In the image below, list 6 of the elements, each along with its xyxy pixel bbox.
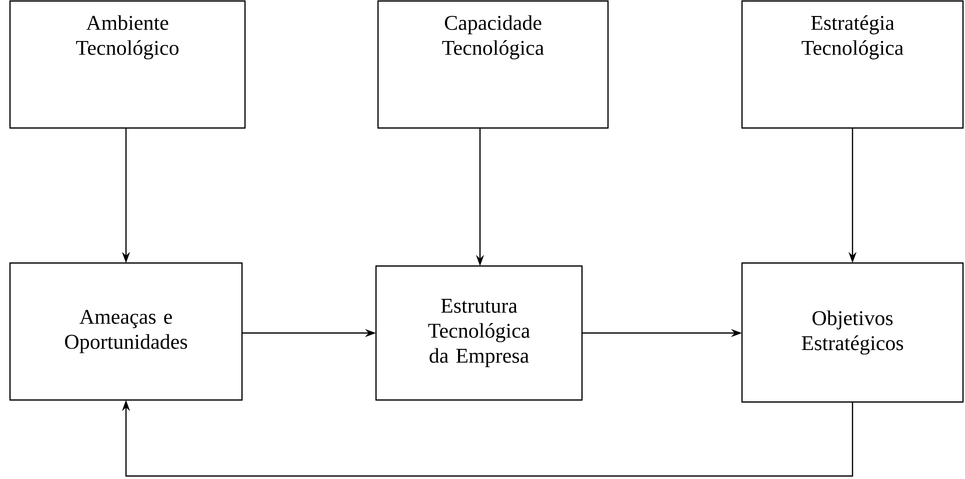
process-box: Estrutura Tecnológica da Empresa (375, 265, 583, 401)
process-box: Ameaças e Oportunidades (9, 262, 243, 401)
process-box: Capacidade Tecnológica (377, 0, 609, 129)
process-box: Ambiente Tecnológico (9, 0, 246, 129)
process-box: Objetivos Estratégicos (741, 262, 964, 403)
process-box: Estratégia Tecnológica (741, 0, 964, 129)
